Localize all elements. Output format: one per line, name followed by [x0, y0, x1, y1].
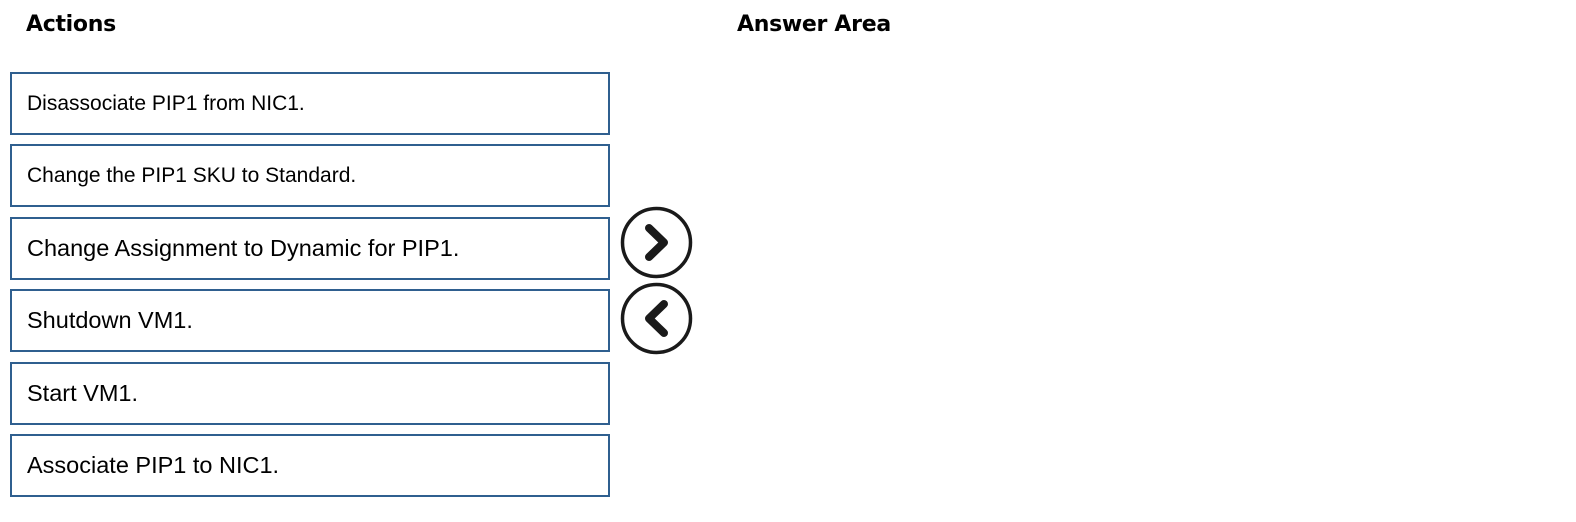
answer-area-dropzone[interactable] [737, 72, 1557, 502]
action-item-label: Start VM1. [27, 379, 139, 406]
actions-list: Disassociate PIP1 from NIC1. Change the … [10, 72, 610, 506]
action-item-shutdown-vm1[interactable]: Shutdown VM1. [10, 289, 610, 353]
action-item-disassociate-pip1[interactable]: Disassociate PIP1 from NIC1. [10, 72, 610, 135]
actions-heading: Actions [26, 12, 116, 37]
move-right-button[interactable] [619, 205, 694, 280]
action-item-label: Associate PIP1 to NIC1. [27, 451, 280, 478]
action-item-label: Change the PIP1 SKU to Standard. [27, 163, 357, 187]
action-item-label: Change Assignment to Dynamic for PIP1. [27, 234, 460, 261]
action-item-associate-pip1[interactable]: Associate PIP1 to NIC1. [10, 433, 610, 497]
action-item-label: Shutdown VM1. [27, 307, 193, 334]
move-left-button[interactable] [619, 281, 694, 356]
action-item-label: Disassociate PIP1 from NIC1. [27, 91, 305, 115]
chevron-left-circle-icon [620, 282, 693, 355]
action-item-change-sku[interactable]: Change the PIP1 SKU to Standard. [10, 144, 610, 208]
chevron-right-circle-icon [620, 206, 693, 279]
answer-area-heading: Answer Area [737, 12, 891, 37]
action-item-start-vm1[interactable]: Start VM1. [10, 361, 610, 425]
action-item-change-assignment[interactable]: Change Assignment to Dynamic for PIP1. [10, 216, 610, 280]
